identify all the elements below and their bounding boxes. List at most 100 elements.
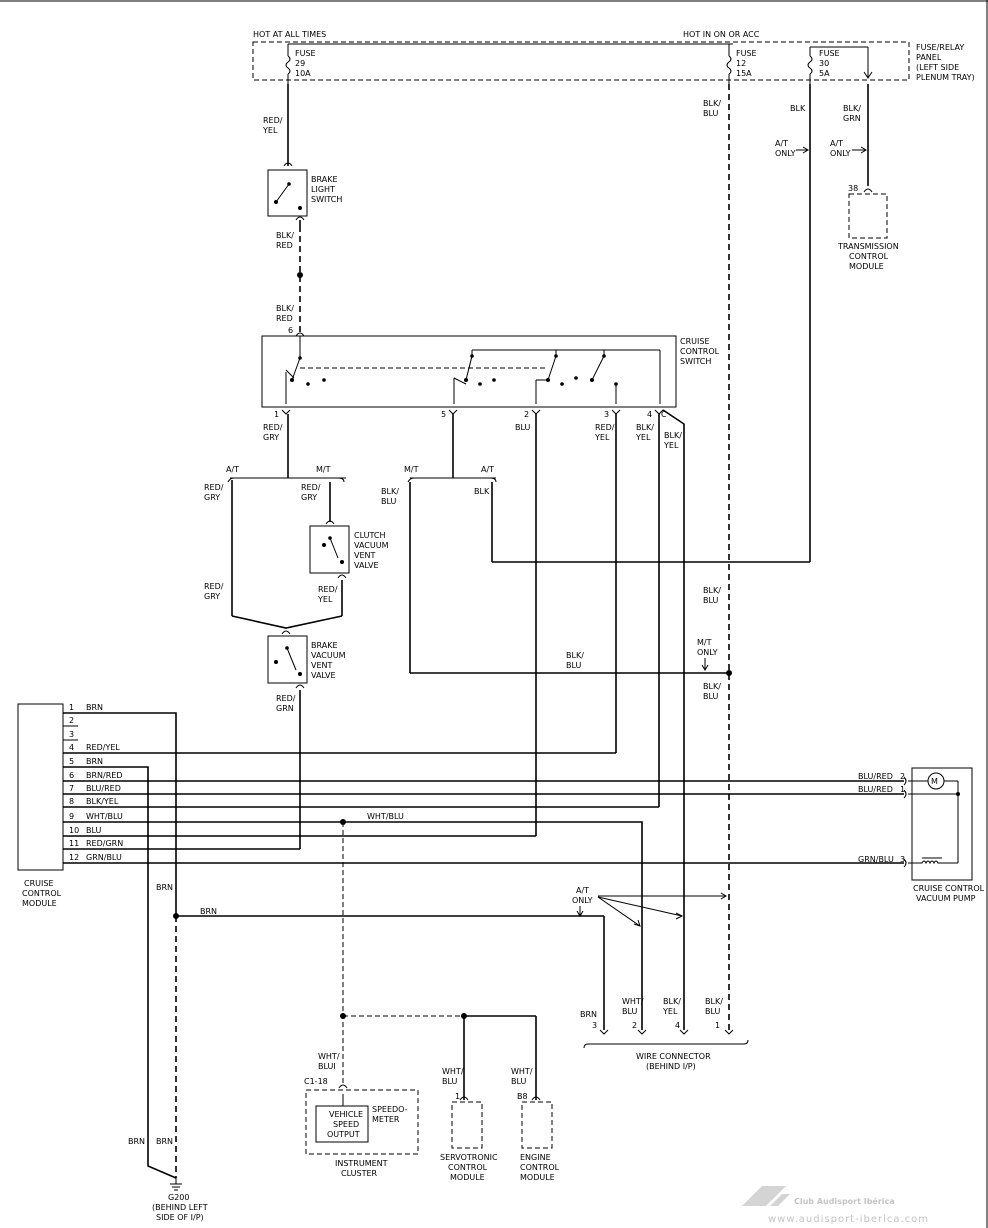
svg-text:ONLY: ONLY (775, 149, 796, 158)
svg-text:BLU: BLU (622, 1007, 638, 1016)
solenoid-coil-icon (908, 857, 942, 865)
svg-text:GRY: GRY (204, 592, 220, 601)
svg-text:C: C (661, 410, 667, 419)
instrument-cluster-label: INSTRUMENT (335, 1159, 388, 1168)
svg-text:M: M (931, 777, 938, 786)
ccm-pin-number: 10 (69, 826, 79, 835)
cruise-control-vacuum-pump (911, 767, 973, 881)
svg-text:5A: 5A (819, 69, 830, 78)
ecm-label: ENGINE (520, 1153, 551, 1162)
ccm-pin-number: 12 (69, 853, 79, 862)
svg-text:6: 6 (288, 326, 293, 335)
svg-text:4: 4 (647, 410, 652, 419)
brake-valve-label: BRAKE (311, 641, 338, 650)
vehicle-speed-output (315, 1105, 369, 1143)
svg-text:WHT/: WHT/ (622, 997, 644, 1006)
tcm-label: TRANSMISSION (837, 242, 899, 251)
svg-text:1: 1 (274, 410, 279, 419)
svg-text:RED/: RED/ (318, 585, 338, 594)
transmission-control-module (848, 193, 888, 239)
svg-text:CONTROL: CONTROL (22, 889, 62, 898)
svg-text:(BEHIND LEFT: (BEHIND LEFT (152, 1203, 208, 1212)
brake-vacuum-vent-valve (267, 635, 308, 684)
instrument-cluster (305, 1089, 419, 1155)
wire-connector-label: WIRE CONNECTOR (636, 1052, 711, 1061)
ccm-pin-wire-color: RED/GRN (86, 839, 123, 848)
svg-text:RED/: RED/ (204, 582, 224, 591)
svg-text:BRN: BRN (156, 1137, 173, 1146)
svg-text:YEL: YEL (662, 1007, 678, 1016)
svg-text:M/T: M/T (697, 638, 712, 647)
svg-text:BRN: BRN (580, 1010, 597, 1019)
servotronic-control-module (451, 1101, 483, 1149)
svg-text:BLU: BLU (703, 596, 719, 605)
svg-text:VENT: VENT (311, 661, 333, 670)
svg-text:WHT/: WHT/ (442, 1067, 464, 1076)
fuse-30-label: FUSE (819, 49, 840, 58)
svg-text:12: 12 (736, 59, 746, 68)
svg-text:RED/: RED/ (301, 483, 321, 492)
svg-text:BRN: BRN (156, 883, 173, 892)
svg-text:RED/: RED/ (263, 116, 283, 125)
svg-text:MODULE: MODULE (520, 1173, 555, 1182)
svg-text:BLU/RED: BLU/RED (858, 785, 893, 794)
svg-text:ONLY: ONLY (572, 896, 593, 905)
svg-text:YEL: YEL (262, 126, 278, 135)
servotronic-label: SERVOTRONIC (440, 1153, 498, 1162)
hot-at-all-times-label: HOT AT ALL TIMES (253, 30, 326, 39)
fuse-12-label: FUSE (736, 49, 757, 58)
svg-text:YEL: YEL (635, 433, 651, 442)
svg-text:GRY: GRY (301, 493, 317, 502)
ccm-pin-wire-color: BRN/RED (86, 771, 123, 780)
brake-light-switch (267, 169, 308, 217)
svg-text:WHT/: WHT/ (318, 1052, 340, 1061)
svg-text:BLK/: BLK/ (566, 651, 584, 660)
svg-text:CLUSTER: CLUSTER (341, 1169, 378, 1178)
svg-text:(LEFT SIDE: (LEFT SIDE (916, 63, 959, 72)
hot-in-on-label: HOT IN ON OR ACC (683, 30, 760, 39)
clutch-vacuum-vent-valve (309, 525, 350, 574)
svg-text:SWITCH: SWITCH (680, 357, 711, 366)
svg-text:BLK/: BLK/ (276, 231, 294, 240)
svg-text:BLK/: BLK/ (381, 487, 399, 496)
svg-text:BLU: BLU (705, 1007, 721, 1016)
svg-text:MODULE: MODULE (22, 899, 57, 908)
svg-text:15A: 15A (736, 69, 752, 78)
ccm-label: CRUISE (24, 879, 54, 888)
fuse-relay-panel: HOT AT ALL TIMES HOT IN ON OR ACC FUSE/R… (252, 30, 975, 82)
svg-text:3: 3 (900, 855, 905, 864)
fuse-12-icon (726, 44, 732, 84)
svg-text:FUSE/RELAY: FUSE/RELAY (916, 43, 964, 52)
fuse-29-icon (285, 44, 291, 84)
svg-text:RED/: RED/ (276, 694, 296, 703)
svg-text:38: 38 (848, 184, 858, 193)
svg-text:RED: RED (276, 241, 293, 250)
svg-text:GRN: GRN (843, 114, 861, 123)
svg-text:ONLY: ONLY (697, 648, 718, 657)
svg-text:BLU: BLU (381, 497, 397, 506)
ccm-pin-number: 4 (69, 743, 74, 752)
svg-text:VENT: VENT (354, 551, 376, 560)
svg-text:BLK/: BLK/ (636, 423, 654, 432)
svg-text:3: 3 (604, 410, 609, 419)
clutch-valve-label: CLUTCH (354, 531, 386, 540)
svg-text:A/T: A/T (481, 465, 494, 474)
svg-text:3: 3 (592, 1021, 597, 1030)
svg-text:SPEED: SPEED (333, 1120, 359, 1129)
svg-text:VALVE: VALVE (311, 671, 336, 680)
svg-text:BLU: BLU (703, 109, 719, 118)
svg-text:MODULE: MODULE (450, 1173, 485, 1182)
svg-text:VALVE: VALVE (354, 561, 379, 570)
svg-text:YEL: YEL (663, 441, 679, 450)
svg-text:10A: 10A (295, 69, 311, 78)
svg-text:BLK: BLK (474, 487, 490, 496)
svg-text:A/T: A/T (226, 465, 239, 474)
svg-text:2: 2 (900, 772, 905, 781)
svg-text:ONLY: ONLY (830, 149, 851, 158)
vacuum-pump-label: CRUISE CONTROL (913, 884, 985, 893)
svg-text:BLU: BLU (515, 423, 531, 432)
svg-text:1: 1 (455, 1092, 460, 1101)
club-audisport-logo-icon (742, 1186, 790, 1206)
